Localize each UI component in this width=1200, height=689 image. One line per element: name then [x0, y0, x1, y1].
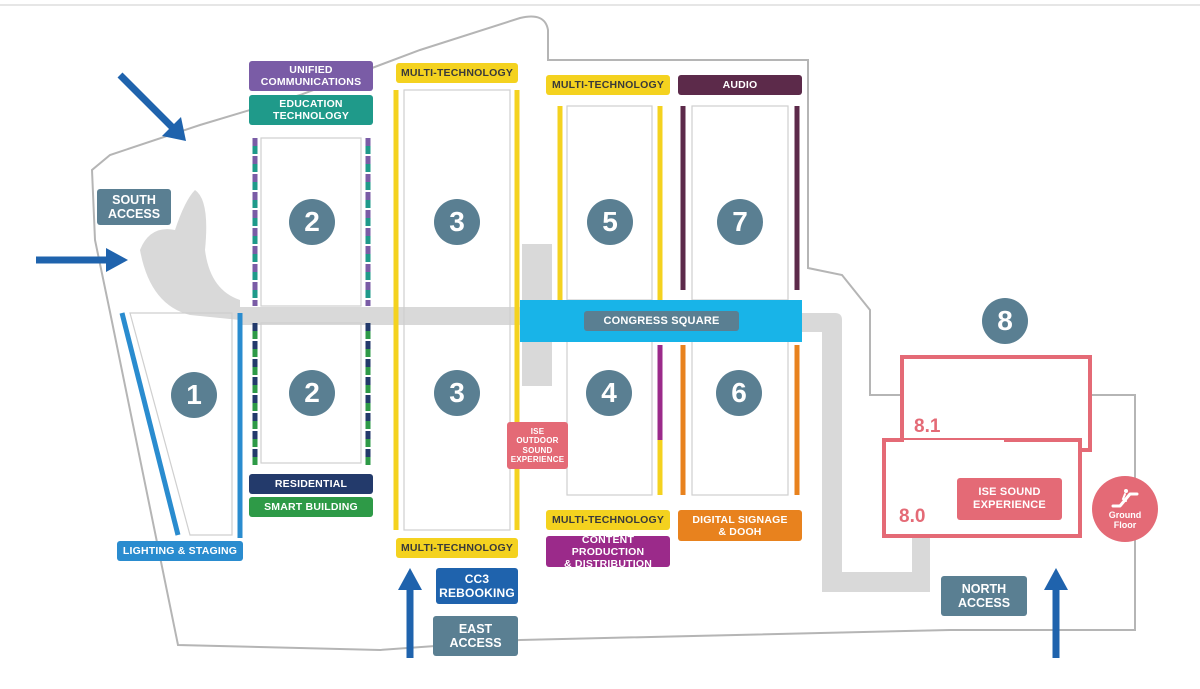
hall-1-number[interactable]: 1	[171, 372, 217, 418]
hall-8-0-label[interactable]: 8.0	[899, 506, 926, 527]
south-plaza	[140, 190, 240, 320]
hall-2-top-number[interactable]: 2	[289, 199, 335, 245]
label-unified-communications[interactable]: UNIFIED COMMUNICATIONS	[249, 61, 373, 91]
label-ise-sound-experience[interactable]: ISE SOUND EXPERIENCE	[957, 478, 1062, 520]
label-content-production[interactable]: CONTENT PRODUCTION & DISTRIBUTION	[546, 534, 670, 570]
hall-2-top-outline	[260, 137, 362, 307]
north-access-label[interactable]: NORTH ACCESS	[941, 576, 1027, 616]
ground-floor-badge[interactable]: Ground Floor	[1092, 476, 1158, 542]
north-walkway	[800, 313, 930, 592]
hall-2-bottom-outline	[260, 322, 362, 464]
hall-6-number[interactable]: 6	[716, 370, 762, 416]
walkway-block-lower	[522, 340, 552, 386]
walkway-block-upper	[522, 244, 552, 300]
hall-4-outline	[566, 339, 653, 496]
arrow-east	[398, 568, 422, 658]
label-congress-square[interactable]: CONGRESS SQUARE	[584, 311, 739, 331]
label-multi-technology-hall4[interactable]: MULTI-TECHNOLOGY	[546, 510, 670, 530]
hall-1-outline	[129, 312, 233, 536]
venue-outline	[90, 15, 1136, 652]
hall-3-top-number[interactable]: 3	[434, 199, 480, 245]
arrow-south	[36, 248, 128, 272]
label-cc3-rebooking[interactable]: CC3 REBOOKING	[436, 568, 518, 604]
ground-floor-label: Ground Floor	[1108, 510, 1142, 530]
hall-2-bottom-number[interactable]: 2	[289, 370, 335, 416]
south-access-label[interactable]: SOUTH ACCESS	[97, 189, 171, 225]
arrow-north	[1044, 568, 1068, 658]
label-multi-technology-hall3-bottom[interactable]: MULTI-TECHNOLOGY	[396, 538, 518, 558]
lighting-strip-left	[119, 312, 181, 536]
arrow-north-west	[117, 72, 186, 141]
label-lighting-staging[interactable]: LIGHTING & STAGING	[117, 541, 243, 561]
hall-4-number[interactable]: 4	[586, 370, 632, 416]
main-walkway	[240, 307, 530, 325]
label-education-technology[interactable]: EDUCATION TECHNOLOGY	[249, 95, 373, 125]
hall-7-number[interactable]: 7	[717, 199, 763, 245]
label-multi-technology-hall5[interactable]: MULTI-TECHNOLOGY	[546, 75, 670, 95]
label-smart-building[interactable]: SMART BUILDING	[249, 497, 373, 517]
hall-3-outline	[403, 89, 511, 531]
hall-6-outline	[691, 339, 789, 496]
label-multi-technology-hall3-top[interactable]: MULTI-TECHNOLOGY	[396, 63, 518, 83]
label-ise-outdoor-sound-experience[interactable]: ISE OUTDOOR SOUND EXPERIENCE	[507, 422, 568, 469]
escalator-icon	[1111, 489, 1139, 508]
hall-3-bottom-number[interactable]: 3	[434, 370, 480, 416]
hall-5-number[interactable]: 5	[587, 199, 633, 245]
label-audio[interactable]: AUDIO	[678, 75, 802, 95]
hall-8-number[interactable]: 8	[982, 298, 1028, 344]
label-residential[interactable]: RESIDENTIAL	[249, 474, 373, 494]
hall-8-overlap-mask	[904, 440, 1004, 448]
hall-8-1-label[interactable]: 8.1	[914, 416, 941, 437]
east-access-label[interactable]: EAST ACCESS	[433, 616, 518, 656]
label-digital-signage[interactable]: DIGITAL SIGNAGE & DOOH	[678, 510, 802, 541]
